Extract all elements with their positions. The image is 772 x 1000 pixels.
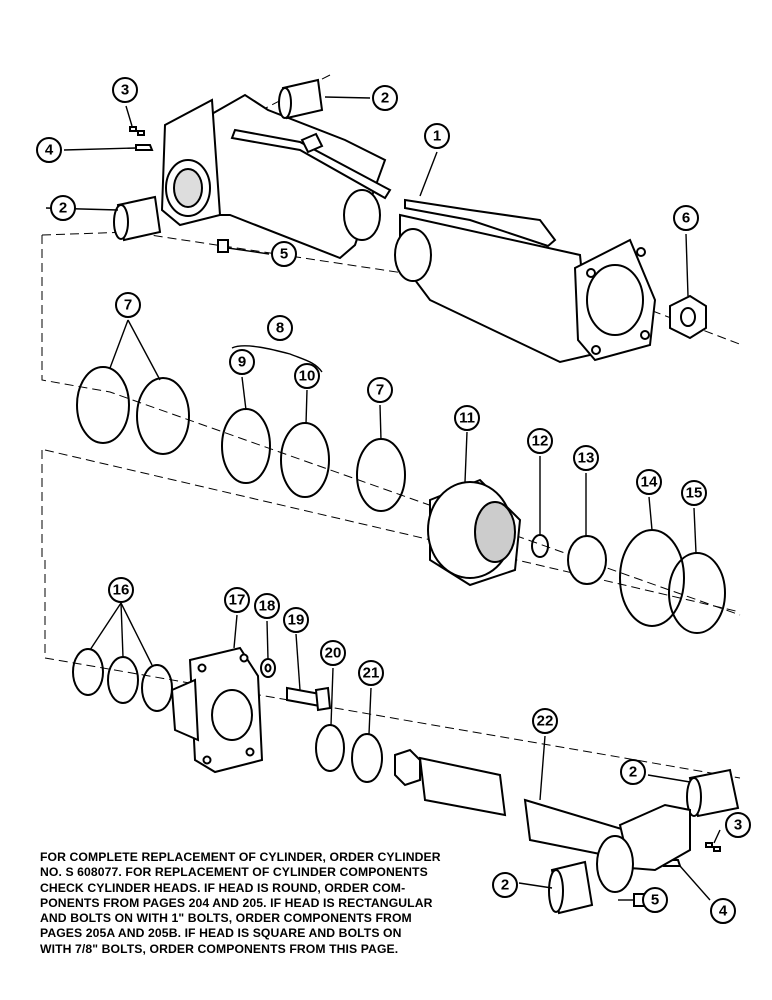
svg-text:5: 5 [651, 892, 659, 909]
callout-21: 21 [358, 660, 384, 686]
callout-10: 10 [294, 363, 320, 389]
svg-text:5: 5 [280, 246, 288, 263]
note-line: CHECK CYLINDER HEADS. IF HEAD IS ROUND, … [40, 880, 406, 895]
svg-text:14: 14 [641, 474, 658, 491]
nut [669, 294, 707, 340]
svg-text:4: 4 [719, 903, 728, 920]
ordering-note: FOR COMPLETE REPLACEMENT OF CYLINDER, OR… [40, 850, 480, 957]
callout-6: 6 [673, 205, 699, 231]
bushing-left [113, 195, 162, 242]
svg-text:7: 7 [124, 297, 132, 314]
svg-text:2: 2 [629, 764, 637, 781]
svg-text:10: 10 [299, 368, 316, 385]
svg-text:2: 2 [381, 90, 389, 107]
bushing-bottom [548, 860, 594, 915]
callout-3: 3 [112, 77, 138, 103]
note-line: PONENTS FROM PAGES 204 AND 205. IF HEAD … [40, 895, 433, 910]
cylinder-head [170, 646, 264, 774]
seal-rings-row-1-right [531, 529, 726, 634]
leader-lines [45, 96, 721, 901]
callout-19: 19 [283, 607, 309, 633]
piston [427, 478, 522, 587]
callout-4: 4 [710, 898, 736, 924]
callout-13: 13 [573, 445, 599, 471]
note-line: AND BOLTS ON WITH 1" BOLTS, ORDER COMPON… [40, 911, 412, 926]
svg-text:6: 6 [682, 210, 690, 227]
cylinder-barrel [160, 93, 657, 364]
callout-2: 2 [372, 85, 398, 111]
callout-22: 22 [532, 708, 558, 734]
callout-14: 14 [636, 469, 662, 495]
callout-11: 11 [454, 405, 480, 431]
note-line: FOR COMPLETE REPLACEMENT OF CYLINDER, OR… [40, 850, 441, 864]
piston-rod [394, 748, 691, 893]
note-line: WITH 7/8" BOLTS, ORDER COMPONENTS FROM T… [40, 941, 399, 956]
svg-text:11: 11 [459, 410, 475, 427]
callout-17: 17 [224, 587, 250, 613]
svg-text:20: 20 [325, 645, 342, 662]
svg-text:8: 8 [276, 320, 284, 337]
svg-text:4: 4 [45, 142, 54, 159]
rod-seal-rings [315, 724, 383, 783]
svg-text:18: 18 [259, 598, 276, 615]
callout-7: 7 [115, 292, 141, 318]
svg-text:3: 3 [734, 817, 742, 834]
svg-text:17: 17 [229, 592, 246, 609]
callout-7: 7 [367, 377, 393, 403]
svg-text:2: 2 [59, 200, 67, 217]
callout-9: 9 [229, 349, 255, 375]
callout-12: 12 [527, 428, 553, 454]
callout-8: 8 [267, 315, 293, 341]
seal-rings-row-1 [76, 366, 406, 512]
svg-text:7: 7 [376, 382, 384, 399]
callout-1: 1 [424, 123, 450, 149]
callout-2: 2 [50, 195, 76, 221]
assembly-centerlines [41, 74, 743, 779]
svg-text:3: 3 [121, 82, 129, 99]
note-line: PAGES 205A AND 205B. IF HEAD IS SQUARE A… [40, 926, 402, 941]
svg-text:16: 16 [113, 582, 130, 599]
svg-text:1: 1 [433, 128, 441, 145]
bushing-right-lower [686, 768, 740, 818]
callout-2: 2 [492, 872, 518, 898]
callout-15: 15 [681, 480, 707, 506]
callout-2: 2 [620, 759, 646, 785]
callout-4: 4 [36, 137, 62, 163]
bushing-top [278, 78, 324, 120]
callout-5: 5 [642, 887, 668, 913]
gland-rings [72, 648, 173, 712]
svg-text:15: 15 [686, 485, 703, 502]
callout-16: 16 [108, 577, 134, 603]
callout-18: 18 [254, 593, 280, 619]
callout-5: 5 [271, 241, 297, 267]
svg-text:13: 13 [578, 450, 595, 467]
svg-text:19: 19 [288, 612, 305, 629]
svg-text:9: 9 [238, 354, 246, 371]
washer-and-bolt [260, 658, 332, 712]
callout-20: 20 [320, 640, 346, 666]
svg-text:22: 22 [537, 713, 554, 730]
svg-text:12: 12 [532, 433, 549, 450]
callouts: 1 2 2 2 2 3 3 4 4 5 5 6 7 7 8 9 10 11 12… [36, 77, 751, 924]
svg-text:2: 2 [501, 877, 509, 894]
callout-3: 3 [725, 812, 751, 838]
svg-text:21: 21 [363, 665, 380, 682]
note-line: NO. S 608077. FOR REPLACEMENT OF CYLINDE… [40, 865, 428, 880]
